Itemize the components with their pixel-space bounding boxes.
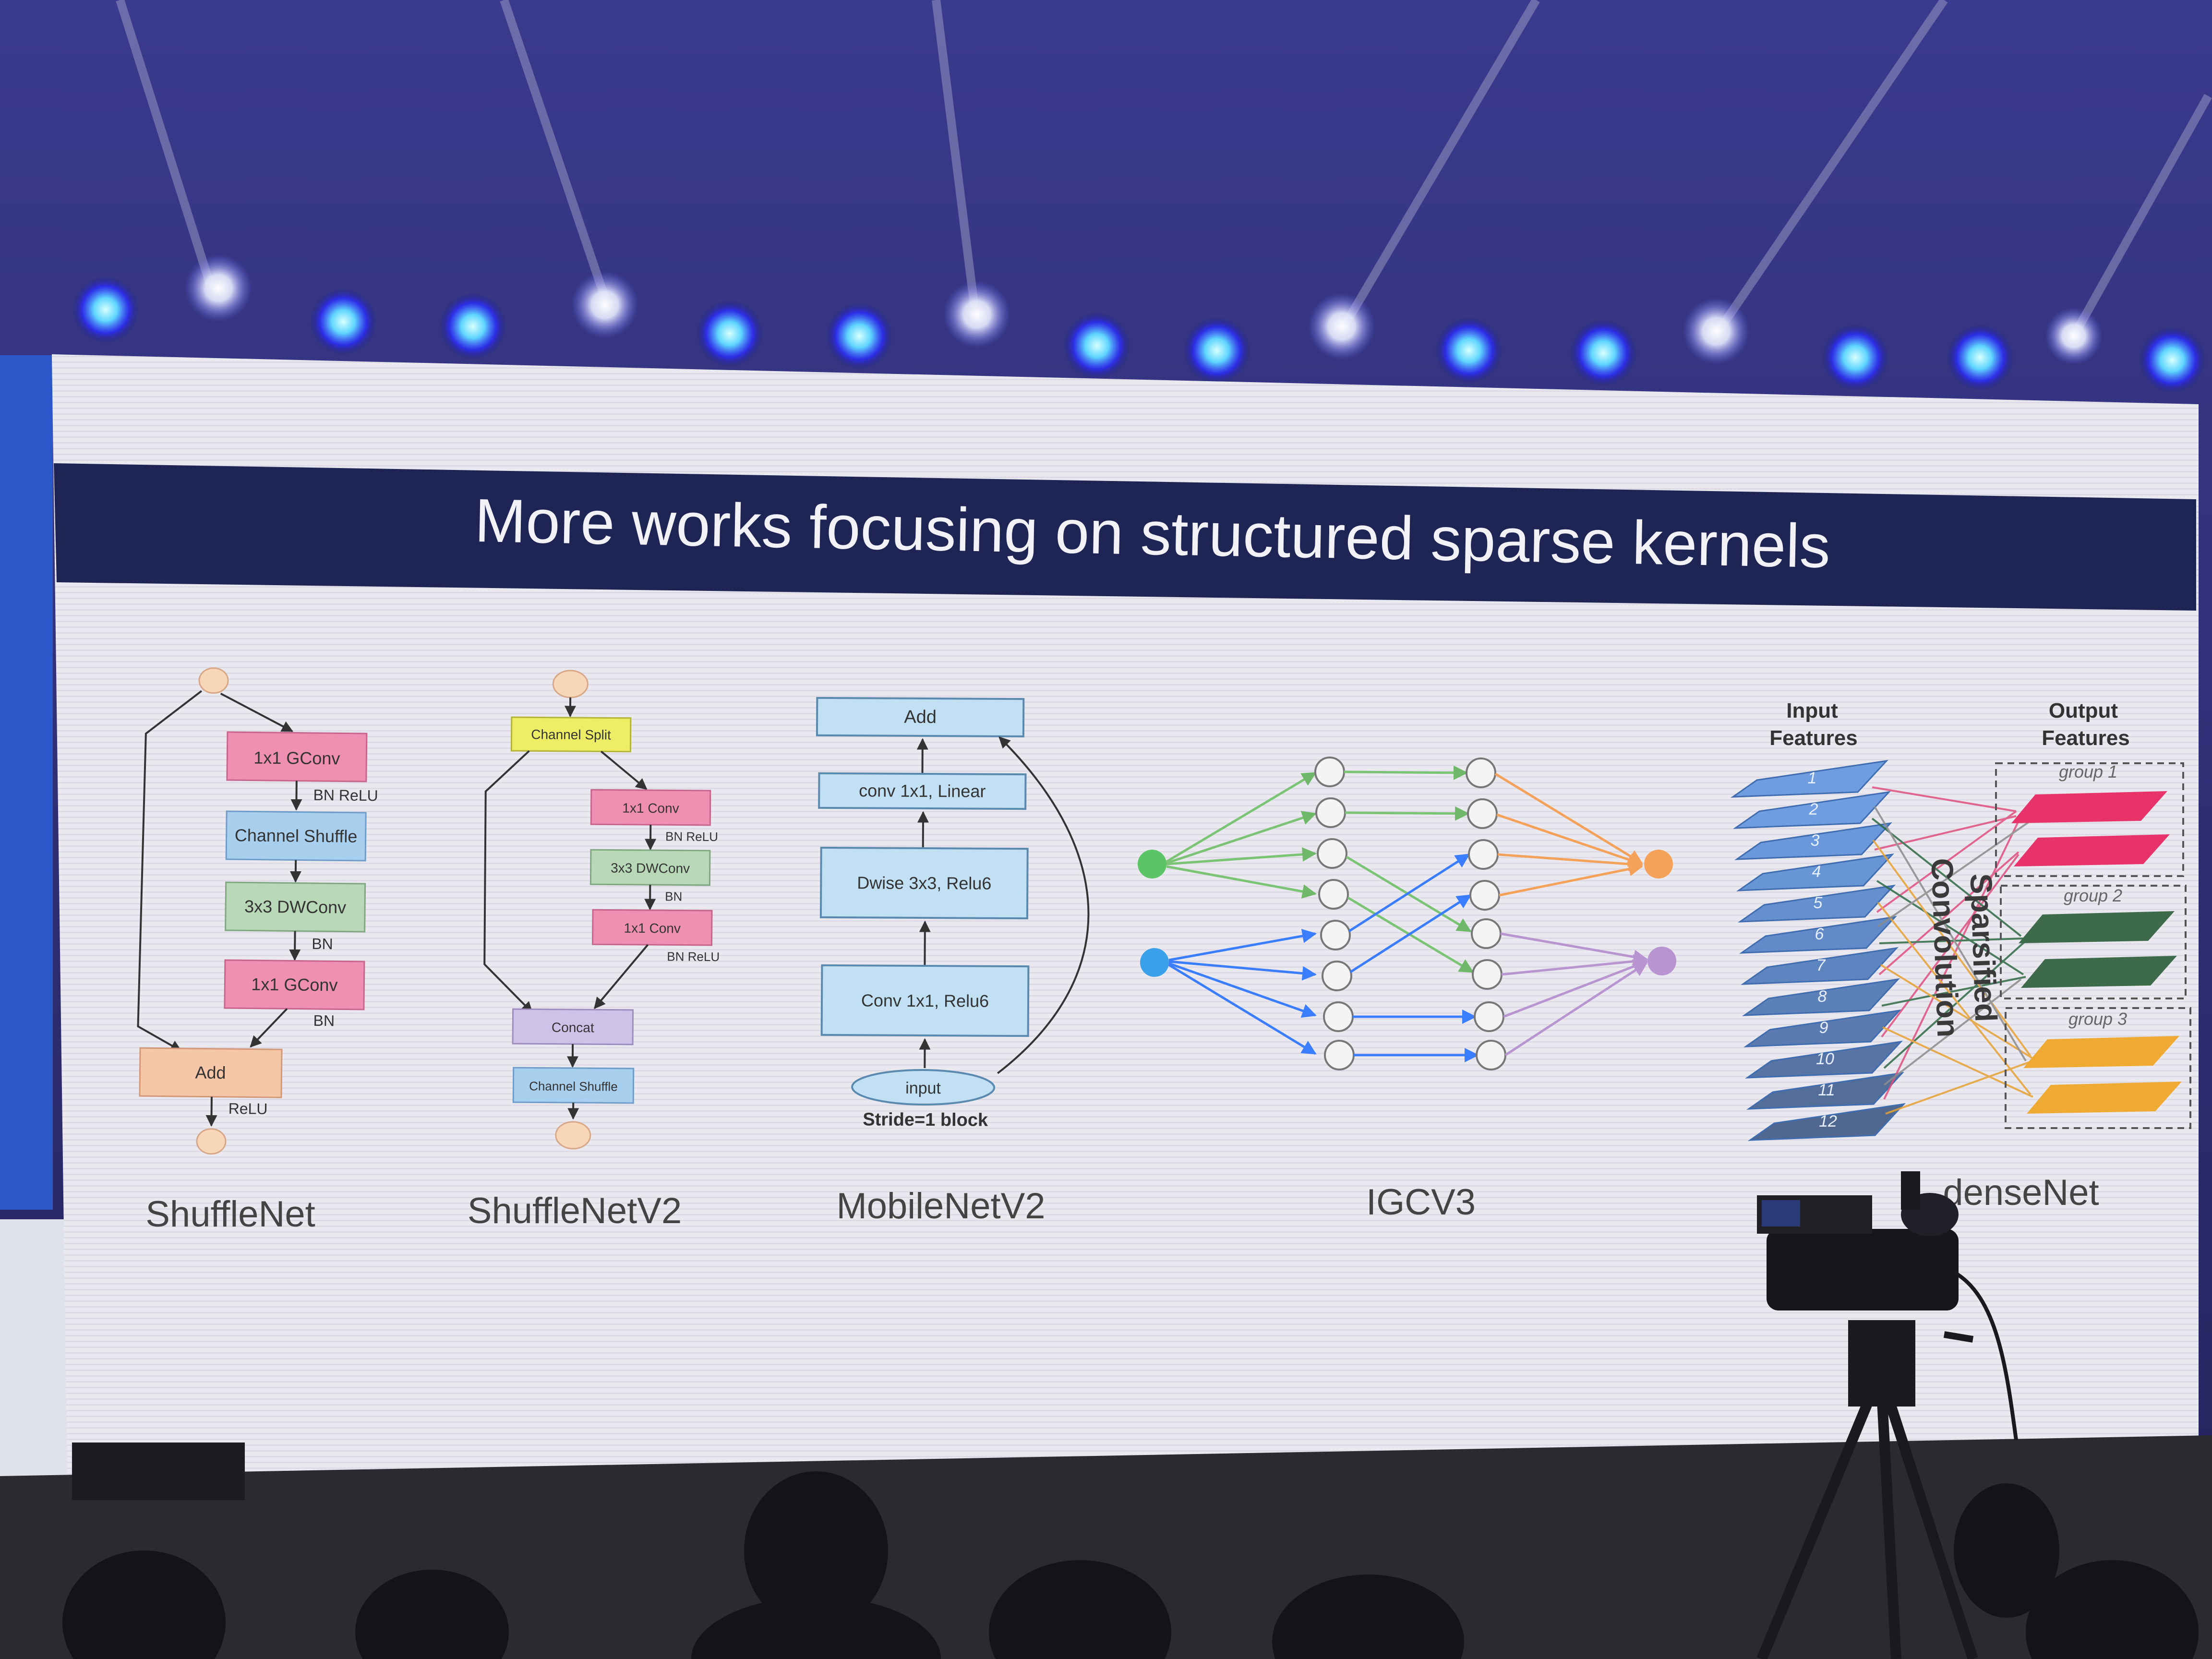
shufflenetv2-output-node: [555, 1121, 591, 1150]
shufflenetv2-channel-shuffle-label: Channel Shuffle: [529, 1079, 618, 1094]
condensenet-group-3-label: group 3: [2068, 1009, 2127, 1029]
condensenet-output-1a: [2011, 791, 2167, 823]
condensenet-output-3b: [2027, 1082, 2182, 1114]
condensenet-layer-4: 4: [1812, 863, 1821, 881]
shufflenet-bn2: BN: [313, 1012, 335, 1029]
shufflenet-channel-shuffle-label: Channel Shuffle: [235, 825, 358, 846]
condensenet-output-title-1: Output: [2049, 699, 2118, 722]
condensenet-layer-5: 5: [1814, 894, 1823, 912]
shufflenet-gconv2-label: 1x1 GConv: [251, 974, 338, 995]
shufflenetv2-conv2-label: 1x1 Conv: [624, 921, 681, 936]
condensenet-layer-11: 11: [1818, 1081, 1835, 1099]
shufflenet-output-node: [196, 1128, 227, 1155]
condensenet-output-2b: [2021, 956, 2177, 988]
mobilenetv2-input-label: input: [905, 1079, 941, 1097]
shufflenet-diagram: 1x1 GConv BN ReLU Channel Shuffle 3x3 DW…: [137, 667, 378, 1155]
condensenet-layer-6: 6: [1815, 925, 1824, 943]
condensenet-layer-12: 12: [1819, 1112, 1837, 1130]
caption-mobilenetv2: MobileNetV2: [836, 1186, 1045, 1226]
condensenet-layer-8: 8: [1818, 987, 1827, 1006]
mobilenetv2-conv-linear-label: conv 1x1, Linear: [859, 781, 986, 801]
igcv3-output-purple: [1647, 947, 1676, 975]
condensenet-layer-2: 2: [1809, 800, 1818, 818]
shufflenetv2-conv1-label: 1x1 Conv: [622, 801, 679, 816]
condensenet-group-2-label: group 2: [2064, 886, 2122, 905]
stage-lights: [72, 254, 2206, 394]
shufflenet-gconv2: [224, 959, 365, 1010]
mobilenetv2-conv-relu: [820, 964, 1030, 1037]
condensenet-layer-9: 9: [1819, 1019, 1828, 1037]
shufflenet-dwconv-label: 3x3 DWConv: [244, 896, 346, 917]
shufflenetv2-bn-relu1: BN ReLU: [665, 829, 718, 844]
shufflenetv2-input-node: [552, 670, 589, 698]
shufflenet-relu: ReLU: [228, 1100, 268, 1118]
condensenet-layer-3: 3: [1811, 831, 1820, 850]
caption-shufflenet: ShuffleNet: [145, 1194, 315, 1235]
condensenet-group-1-label: group 1: [2059, 762, 2117, 781]
condensenet-input-title-1: Input: [1786, 699, 1838, 722]
shufflenetv2-conv2: [592, 909, 713, 946]
shufflenet-input-node: [198, 667, 229, 694]
condensenet-output-3a: [2023, 1036, 2179, 1068]
light-beams: [116, 0, 2212, 338]
shufflenetv2-channel-split-label: Channel Split: [531, 727, 611, 742]
caption-condensenet: denseNet: [1943, 1172, 2099, 1213]
side-panel: [0, 355, 53, 1210]
condensenet-group-1-box: [1995, 762, 2184, 877]
shufflenetv2-channel-split: [510, 716, 632, 753]
condensenet-input-layers: [1730, 759, 1906, 1141]
condensenet-output-2a: [2019, 911, 2175, 943]
shufflenet-add-label: Add: [195, 1062, 226, 1082]
condensenet-output-title-2: Features: [2042, 726, 2129, 750]
shufflenet-add: [139, 1047, 283, 1098]
mobilenetv2-stride-label: Stride=1 block: [863, 1109, 988, 1130]
shufflenet-gconv1-label: 1x1 GConv: [253, 748, 340, 769]
projection-screen: [52, 354, 2199, 1476]
condensenet-convolution-label: Convolution: [1924, 857, 1965, 1038]
mobilenetv2-input-node: [851, 1069, 996, 1106]
caption-igcv3: IGCV3: [1366, 1182, 1476, 1223]
stage-front: [0, 1435, 2212, 1659]
title-bar: [54, 463, 2196, 611]
video-camera: [1756, 1171, 2018, 1659]
caption-shufflenetv2: ShuffleNetV2: [468, 1190, 682, 1231]
condensenet-sparsified-label: Sparsified: [1964, 873, 2004, 1022]
shufflenetv2-concat-label: Concat: [552, 1020, 594, 1035]
mobilenetv2-dwise-label: Dwise 3x3, Relu6: [857, 873, 991, 893]
shufflenet-bn1: BN: [312, 935, 333, 952]
mobilenetv2-conv-linear: [818, 772, 1027, 810]
side-sign: [0, 1219, 72, 1488]
condensenet-diagram: Input Features Output Features 1 2 3 4 5…: [1730, 699, 2191, 1141]
shufflenetv2-bn: BN: [665, 889, 682, 903]
condensenet-group-2-box: [2000, 885, 2187, 999]
igcv3-output-orange: [1644, 850, 1673, 878]
condensenet-input-title-2: Features: [1769, 726, 1857, 750]
shufflenet-bn-relu: BN ReLU: [313, 786, 378, 804]
audience-silhouettes: [62, 1443, 2199, 1659]
condensenet-layer-1: 1: [1808, 769, 1817, 787]
condensenet-group-3-box: [2005, 1007, 2191, 1129]
shufflenetv2-diagram: Channel Split 1x1 Conv BN ReLU 3x3 DWCon…: [483, 670, 720, 1150]
igcv3-diagram: [1138, 757, 1676, 1070]
igcv3-input-blue: [1140, 948, 1169, 977]
mobilenetv2-diagram: Add conv 1x1, Linear Dwise 3x3, Relu6 Co…: [816, 697, 1090, 1130]
condensenet-layer-7: 7: [1816, 956, 1826, 974]
shufflenetv2-bn-relu2: BN ReLU: [667, 949, 720, 964]
condensenet-layer-10: 10: [1816, 1050, 1834, 1068]
igcv3-input-green: [1138, 850, 1166, 878]
condensenet-output-1b: [2014, 834, 2170, 866]
shufflenetv2-dwconv-label: 3x3 DWConv: [611, 861, 690, 876]
mobilenetv2-add: [816, 697, 1025, 738]
mobilenetv2-dwise: [819, 846, 1029, 920]
mobilenetv2-conv-relu-label: Conv 1x1, Relu6: [861, 990, 989, 1010]
mobilenetv2-add-label: Add: [904, 707, 937, 727]
